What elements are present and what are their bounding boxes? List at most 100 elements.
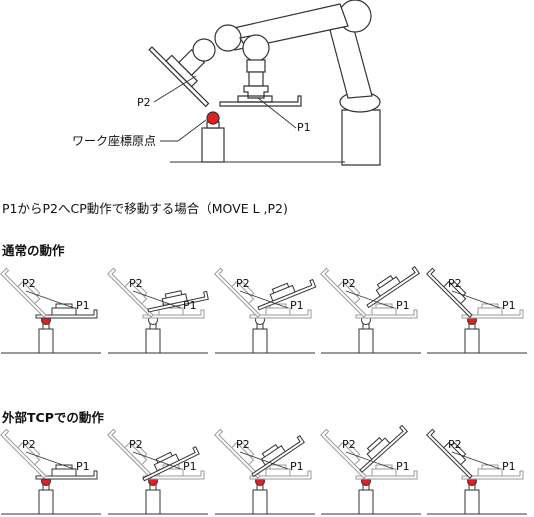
robot-base — [341, 109, 381, 166]
frame-p1-leader — [25, 290, 75, 309]
frame-pose-p2-grip — [25, 281, 41, 297]
frame-label-p1: P1 — [290, 299, 304, 312]
frame-pose-p1-grip — [481, 303, 499, 308]
frame-pose-p2 — [214, 428, 261, 479]
frame-pose-p1-plate — [35, 470, 98, 480]
frame-pose-p1 — [249, 303, 312, 319]
frame-pose-p1-plate — [461, 309, 524, 319]
workpiece-p1-clamp — [237, 95, 273, 103]
frame-p1-leader — [239, 451, 289, 470]
robot-tool — [248, 71, 264, 87]
frame-label-p1: P1 — [76, 299, 90, 312]
frame-pose-p2-grip — [345, 281, 361, 297]
frame-pose-current-plate — [142, 446, 200, 482]
frame-pose-p2-clamp — [17, 442, 41, 466]
frame-pose-p1 — [35, 464, 98, 480]
frame-pose-p1-clamp — [371, 468, 397, 476]
top-label-origin: ワーク座標原点 — [72, 133, 156, 148]
frame-label-p2: P2 — [236, 438, 250, 451]
frame-pose-current-plate — [359, 424, 409, 473]
robot-gripper — [243, 85, 269, 99]
frame-pose-p2-plate — [214, 428, 261, 479]
frame-label-p2: P2 — [22, 438, 36, 451]
frame-pose-p2 — [320, 267, 367, 318]
frame-pose-p2 — [320, 428, 367, 479]
frame-pose-p2-plate — [0, 267, 47, 318]
workpiece-p1 — [219, 95, 302, 107]
frame-pose-p2-clamp — [443, 442, 467, 466]
frame-p1-leader — [345, 290, 395, 309]
frame-pose-p1-grip — [55, 464, 73, 469]
frame-pose-current — [359, 424, 409, 473]
frame-pose-p1 — [461, 464, 524, 480]
frame-pose-p2 — [0, 267, 47, 318]
frame-pose-p2-clamp — [231, 442, 255, 466]
frame-pedestal — [145, 489, 161, 515]
frame-external-5: P1 P2 — [426, 428, 527, 515]
frame-pose-p2 — [214, 267, 261, 318]
frame-p1-leader — [132, 290, 182, 309]
frame-pose-p1 — [35, 303, 98, 319]
origin-leader — [160, 119, 207, 142]
frame-pose-p1-plate — [461, 470, 524, 480]
frame-pose-p2-clamp — [231, 281, 255, 305]
robot-lower-arm — [329, 21, 373, 99]
frame-pose-p2 — [426, 267, 473, 318]
p2-leader — [153, 75, 197, 103]
frame-pose-p2-plate — [320, 428, 367, 479]
frame-pose-p2-grip — [25, 442, 41, 458]
frame-pose-current — [366, 266, 420, 309]
frame-pedestal — [252, 489, 268, 515]
frame-pose-p2 — [0, 428, 47, 479]
frame-label-p2: P2 — [448, 277, 462, 290]
frame-pose-current-grip — [366, 437, 383, 452]
frame-pose-current-clamp — [161, 293, 188, 306]
robot-elbow — [214, 24, 242, 52]
frame-pose-p1-grip — [481, 464, 499, 469]
frame-pose-p1-plate — [249, 309, 312, 319]
frame-label-p2: P2 — [448, 438, 462, 451]
frame-pose-p1 — [461, 303, 524, 319]
frame-pose-current — [142, 446, 200, 482]
frame-label-p2: P2 — [129, 438, 143, 451]
frame-pose-p1-clamp — [265, 468, 291, 476]
frame-pedestal — [38, 489, 54, 515]
frame-label-p2: P2 — [129, 277, 143, 290]
frame-pose-current-grip — [271, 282, 290, 294]
frame-label-p2: P2 — [342, 277, 356, 290]
frame-pose-p1-clamp — [158, 307, 184, 315]
frame-pose-p1-clamp — [265, 307, 291, 315]
frame-pose-p2 — [107, 267, 154, 318]
frame-pedestal — [38, 328, 54, 354]
frame-pose-current-clamp — [153, 453, 180, 472]
frame-label-p1: P1 — [183, 460, 197, 473]
frame-external-2: P1 P2 — [107, 428, 208, 515]
frame-p1-leader — [25, 451, 75, 470]
frame-pedestal — [252, 328, 268, 354]
frame-pose-p2-plate — [0, 428, 47, 479]
frame-pose-p2 — [107, 428, 154, 479]
frame-pose-p2-grip — [451, 281, 467, 297]
frame-pose-p1-plate — [35, 309, 98, 319]
frame-pose-current-clamp — [375, 276, 401, 297]
p1-leader — [257, 97, 297, 129]
robot-wrist-p2 — [192, 38, 216, 62]
frame-label-p1: P1 — [502, 460, 516, 473]
frame-pose-p2-grip — [451, 442, 467, 458]
frame-pose-current-plate — [147, 290, 209, 313]
frame-pose-p2-plate — [214, 267, 261, 318]
frame-pose-p1-clamp — [51, 307, 77, 315]
frame-pose-p1-plate — [142, 309, 205, 319]
frame-pedestal — [464, 489, 480, 515]
frame-pedestal — [464, 328, 480, 354]
frame-p1-leader — [239, 290, 289, 309]
frame-pose-p1-grip — [375, 464, 393, 469]
